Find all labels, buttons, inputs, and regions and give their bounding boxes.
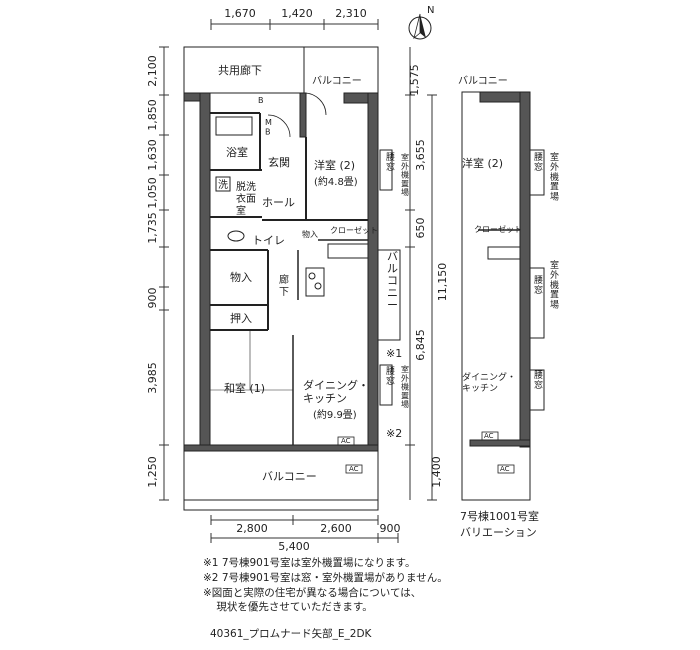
right-dim-1: 1,575 <box>408 64 421 96</box>
right-dim-6: 1,400 <box>430 456 443 488</box>
bottom-dim-2: 2,600 <box>320 522 352 535</box>
bath-label: 浴室 <box>226 145 248 159</box>
dining-kitchen-label: ダイニング・キッチン <box>303 378 369 405</box>
kitchen-stove <box>305 267 325 297</box>
closet-label: クローゼット <box>330 225 378 235</box>
hall-label: ホール <box>262 196 295 209</box>
outdoor-unit-label-2: 室外機置場 <box>401 364 409 409</box>
variation-koshimado-1: 腰窓 <box>534 152 543 173</box>
left-dim-8: 1,250 <box>146 456 159 488</box>
main-unit <box>183 46 401 511</box>
variation-outdoor-unit-2: 室外機置場 <box>550 259 559 311</box>
bottom-dim-4: 900 <box>380 522 401 535</box>
outdoor-unit-label-1: 室外機置場 <box>401 152 409 197</box>
left-dim-7: 3,985 <box>146 362 159 394</box>
dressing-room-label: 脱洗衣面室 <box>236 180 256 217</box>
wash-label: 洗 <box>218 179 228 191</box>
left-dim-6: 900 <box>146 288 159 309</box>
toilet-bowl <box>227 230 245 242</box>
variation-koshimado-3: 腰窓 <box>534 370 543 391</box>
dining-kitchen-size: (約9.9畳) <box>313 408 357 421</box>
variation-ac-label-1: AC <box>484 432 494 440</box>
bathtub <box>215 116 253 136</box>
compass-label: N <box>427 5 434 16</box>
corridor-label: 廊下 <box>279 273 289 298</box>
variation-caption-1: 7号棟1001号室 <box>460 509 539 523</box>
variation-koshimado-2: 腰窓 <box>534 275 543 296</box>
variation-closet-label: クローゼット <box>474 224 522 234</box>
small-storage-label: 物入 <box>302 229 318 239</box>
note-mark-2: ※2 <box>386 427 402 440</box>
left-dim-1: 2,100 <box>146 55 159 87</box>
south-wall <box>183 444 379 452</box>
east-balcony <box>377 249 401 341</box>
variation-caption-2: バリエーション <box>460 526 537 539</box>
east-balcony-label: バルコニー <box>387 250 398 311</box>
variation-ac-label-2: AC <box>500 465 510 473</box>
koshimado-label-1: 腰窓 <box>386 152 395 173</box>
right-dim-2: 3,655 <box>414 139 427 171</box>
common-corridor-label: 共用廊下 <box>218 63 262 77</box>
variation-balcony-label: バルコニー <box>458 75 508 87</box>
compass-icon <box>408 13 432 40</box>
oshiire-label: 押入 <box>230 311 252 325</box>
left-dim-2: 1,850 <box>146 99 159 131</box>
right-dim-4: 6,845 <box>414 329 427 361</box>
common-corridor-area <box>183 46 305 94</box>
note-3: ※図面と実際の住宅が異なる場合については、 <box>203 587 422 599</box>
note-2: ※2 7号棟901号室は窓・室外機置場がありません。 <box>203 572 448 584</box>
note-4: 現状を優先させていただきます。 <box>203 601 373 613</box>
south-balcony-label: バルコニー <box>262 470 317 483</box>
variation-western-label: 洋室 (2) <box>462 156 503 170</box>
b-label: B <box>258 96 264 105</box>
note-1: ※1 7号棟901号室は室外機置場になります。 <box>203 557 416 569</box>
right-dim-5: 11,150 <box>436 263 449 302</box>
washitsu-label: 和室 (1) <box>224 381 265 395</box>
left-dim-5: 1,735 <box>146 212 159 244</box>
note-mark-1: ※1 <box>386 347 402 360</box>
right-dim-3: 650 <box>414 218 427 239</box>
north-balcony-label: バルコニー <box>312 75 362 87</box>
western-room-size: (約4.8畳) <box>314 175 358 188</box>
bottom-dim-3: 5,400 <box>278 540 310 553</box>
top-dim-2: 1,420 <box>281 7 313 20</box>
left-dim-3: 1,630 <box>146 139 159 171</box>
bottom-dim-1: 2,800 <box>236 522 268 535</box>
western-room-label: 洋室 (2) <box>314 158 355 172</box>
storage-label: 物入 <box>230 270 252 284</box>
variation-unit <box>461 91 545 501</box>
top-dim-3: 2,310 <box>335 7 367 20</box>
ac-label-2: AC <box>349 465 359 473</box>
plan-code: 40361_プロムナード矢部_E_2DK <box>210 628 372 640</box>
west-wall <box>199 92 211 446</box>
top-dim-1: 1,670 <box>224 7 256 20</box>
toilet-label: トイレ <box>252 234 285 247</box>
east-wall <box>367 92 379 446</box>
koshimado-label-2: 腰窓 <box>386 366 395 387</box>
ac-label-1: AC <box>341 437 351 445</box>
door-swing <box>303 92 327 116</box>
kitchen-sink <box>327 243 369 259</box>
genkan-label: 玄関 <box>268 155 290 169</box>
washer-space <box>215 176 231 192</box>
variation-outdoor-unit-1: 室外機置場 <box>550 151 559 203</box>
variation-dining-label: ダイニング・キッチン <box>462 371 516 394</box>
left-dim-4: 1,050 <box>146 177 159 209</box>
